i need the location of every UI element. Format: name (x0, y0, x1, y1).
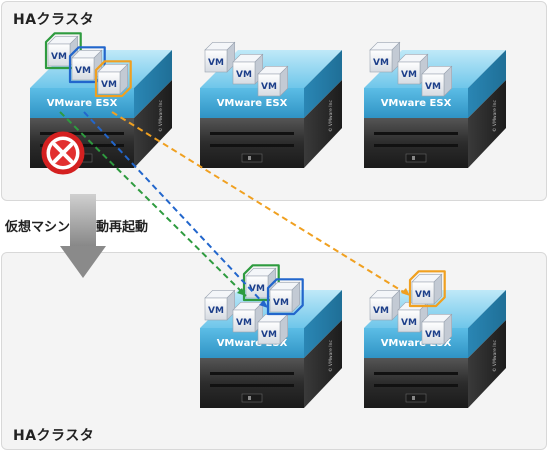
vm-label: VM (208, 306, 224, 316)
esx-host-3-after: VMware ESX © VMware Inc VM VM VM VM (364, 270, 506, 408)
vm-label: VM (401, 70, 417, 80)
vm-icon: VM (421, 65, 453, 97)
vm-label: VM (261, 82, 277, 92)
esx-host-2: VMware ESX © VMware Inc VM VM VM (200, 41, 342, 168)
esx-host-3: VMware ESX © VMware Inc VM VM VM (364, 41, 506, 168)
vm-icon: VM (257, 65, 289, 97)
vm-label: VM (415, 290, 431, 300)
migration-line-blue (83, 111, 269, 309)
vm-icon: VM (369, 41, 401, 73)
host-name: VMware ESX (217, 338, 288, 349)
vm-label: VM (101, 80, 117, 90)
host-copyright: © VMware Inc (327, 340, 334, 372)
host-copyright: © VMware Inc (491, 340, 498, 372)
vm-icon: VM (266, 278, 304, 316)
esx-host-2-after: VMware ESX © VMware Inc VM VM VM VM VM (200, 264, 342, 408)
vm-label: VM (249, 284, 265, 294)
migration-lines (59, 111, 411, 309)
host-name: VMware ESX (381, 98, 452, 109)
vm-icon: VM (408, 270, 446, 308)
vm-label: VM (51, 52, 67, 62)
arrowhead-green (237, 288, 246, 296)
vm-label: VM (261, 330, 277, 340)
cluster-label-top: HAクラスタ (13, 12, 95, 28)
arrowhead-orange (401, 288, 410, 296)
host-copyright: © VMware Inc (491, 100, 498, 132)
vm-label: VM (75, 66, 91, 76)
vm-icon: VM (369, 289, 401, 321)
vm-label: VM (208, 58, 224, 68)
vm-label: VM (425, 330, 441, 340)
vm-icon: VM (204, 41, 236, 73)
vm-label: VM (236, 70, 252, 80)
restart-arrow (60, 194, 106, 278)
arrowhead-blue (259, 300, 268, 308)
host-copyright: © VMware Inc (327, 100, 334, 132)
vm-label: VM (273, 298, 289, 308)
migration-line-green (59, 111, 247, 297)
vm-label: VM (373, 58, 389, 68)
host-name: VMware ESX (47, 98, 118, 109)
vm-icon: VM (421, 313, 453, 345)
host-copyright: © VMware Inc (157, 100, 164, 132)
vm-icon: VM (257, 313, 289, 345)
host-name: VMware ESX (217, 98, 288, 109)
migration-line-orange (111, 111, 411, 297)
host-failure-icon (41, 131, 85, 175)
cluster-label-bottom: HAクラスタ (13, 428, 95, 444)
host-name: VMware ESX (381, 338, 452, 349)
vm-label: VM (425, 82, 441, 92)
vm-label: VM (401, 318, 417, 328)
vm-label: VM (236, 318, 252, 328)
vm-icon: VM (94, 60, 132, 98)
vm-label: VM (373, 306, 389, 316)
vm-icon: VM (204, 289, 236, 321)
